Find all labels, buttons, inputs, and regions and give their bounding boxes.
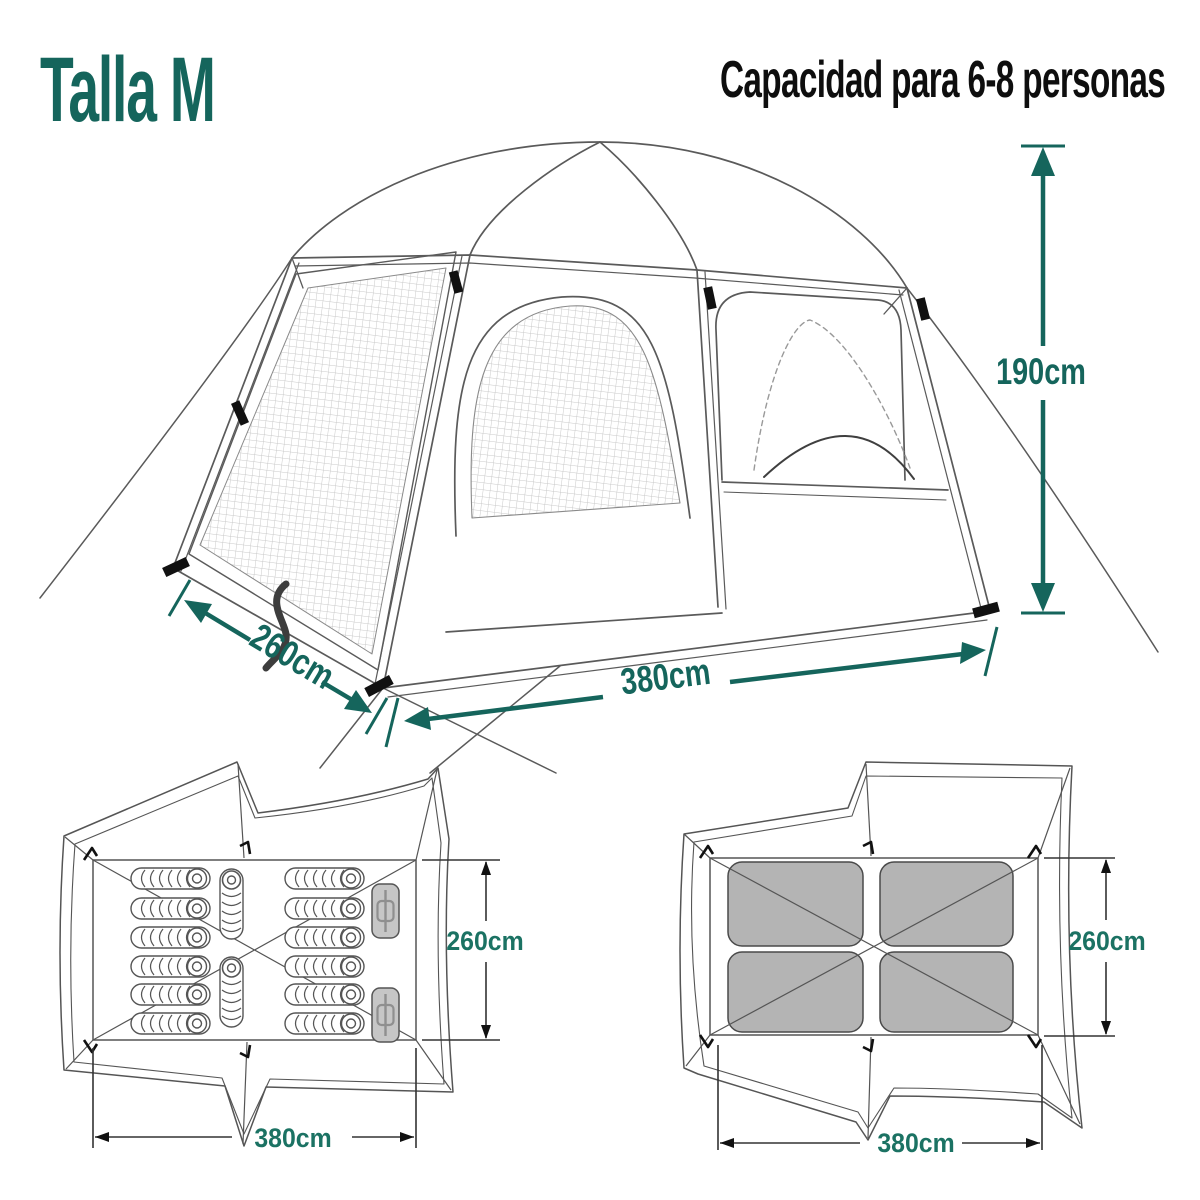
depth-label: 260cm — [243, 616, 341, 698]
height-label: 190cm — [996, 352, 1086, 393]
sleeping-bags — [130, 867, 401, 1044]
pole-hooks — [82, 840, 252, 1059]
floor-plan-mats-layout: 260cm 380cm — [679, 761, 1146, 1158]
sleeping-mats — [727, 861, 1014, 1033]
tent-3d-drawing — [39, 141, 1159, 774]
plan-right-depth-label: 260cm — [1068, 927, 1145, 956]
plan-left-depth-label: 260cm — [446, 927, 523, 956]
tent-dome — [291, 141, 908, 315]
plan-right-dimensions: 260cm 380cm — [717, 857, 1146, 1158]
dimension-height-190: 190cm — [996, 144, 1086, 615]
floor-plan-sleeping-layout: 260cm 380cm — [59, 761, 524, 1153]
tent-left-wall — [172, 251, 471, 689]
tent-guy-lines — [39, 257, 1159, 774]
size-title: Talla M — [40, 39, 216, 141]
tent-ground-edge — [382, 610, 991, 698]
plan-left-width-label: 380cm — [254, 1124, 331, 1153]
zipper-pull-curve — [262, 580, 290, 672]
plan-right-width-label: 380cm — [877, 1129, 954, 1158]
plan-left-dimensions: 260cm 380cm — [92, 859, 524, 1153]
tent-front-door — [445, 269, 727, 633]
tent-pole-clips — [162, 270, 1000, 697]
width-label: 380cm — [618, 651, 712, 703]
dimension-width-380: 380cm — [384, 626, 999, 748]
capacity-title: Capacidad para 6-8 personas — [720, 51, 1166, 109]
pole-hooks — [698, 840, 1043, 1053]
tent-right-panel — [715, 287, 991, 613]
inner-tent-dashed-outline — [753, 319, 911, 471]
